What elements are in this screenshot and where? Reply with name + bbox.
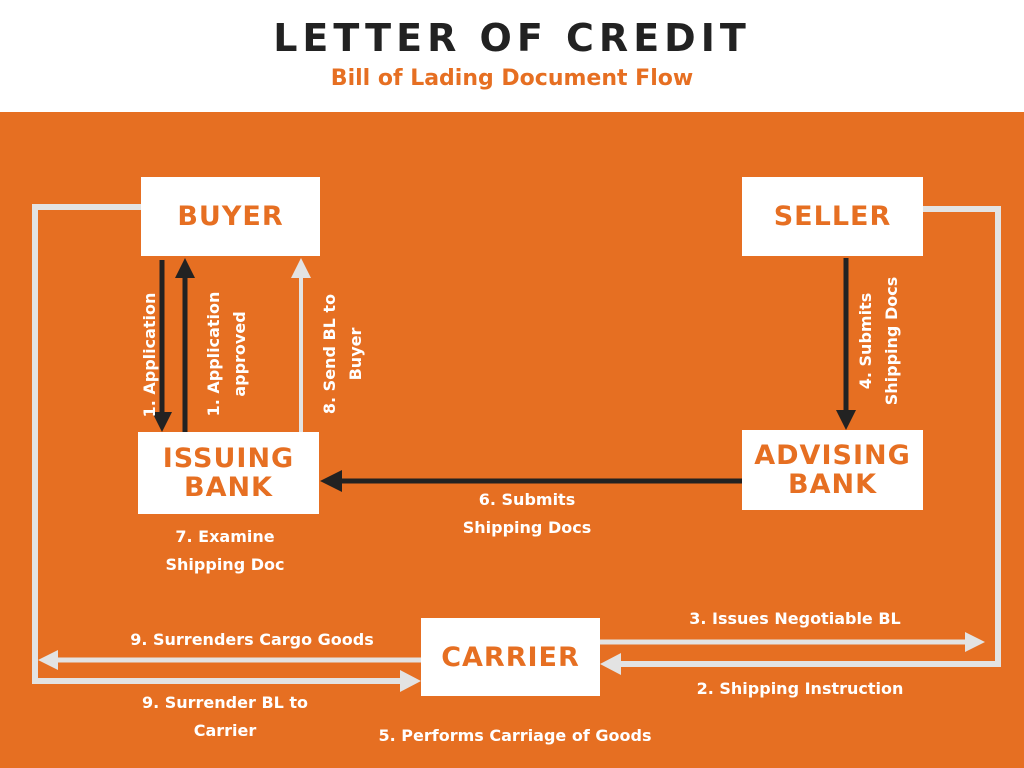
surrenders-cargo-arrow-head [38, 650, 58, 670]
issues-bl-arrow-head [965, 632, 985, 652]
step-issues-bl-label: 3. Issues Negotiable BL [689, 609, 901, 628]
header: LETTER OF CREDIT Bill of Lading Document… [0, 0, 1024, 112]
step-performs-carriage-label: 5. Performs Carriage of Goods [378, 726, 652, 745]
advising-bank-node: ADVISING BANK [742, 430, 923, 510]
step-examine-doc-label: 7. Examine Shipping Doc [165, 527, 285, 574]
step-surrenders-cargo-label: 9. Surrenders Cargo Goods [130, 630, 374, 649]
approved-arrow-head [175, 258, 195, 278]
step-seller-submits-docs-label: 4. Submits Shipping Docs [856, 276, 901, 406]
step-application-approved-label: 1. Application approved [204, 291, 249, 417]
seller-node: SELLER [742, 177, 923, 256]
shipping-instruction-arrow-head [600, 653, 621, 675]
shipping-instruction-arrow-line [621, 206, 1001, 667]
step-send-bl-to-buyer-label: 8. Send BL to Buyer [320, 293, 365, 415]
page-title: LETTER OF CREDIT [273, 16, 751, 60]
step-shipping-instruction-label: 2. Shipping Instruction [696, 679, 904, 698]
issuing-bank-node: ISSUING BANK [138, 432, 319, 514]
buyer-node: BUYER [141, 177, 320, 256]
step-surrender-bl-label: 9. Surrender BL to Carrier [141, 693, 309, 740]
page-subtitle: Bill of Lading Document Flow [330, 66, 694, 91]
surrender-bl-arrow-head [400, 670, 421, 692]
surrender-bl-arrow-line [32, 204, 400, 684]
flow-edges [32, 204, 1001, 692]
step-application-label: 1. Application [140, 292, 159, 418]
application-arrow-head [152, 412, 172, 432]
bank-docs-arrow-head [320, 470, 342, 492]
send-bl-arrow-head [291, 258, 311, 278]
carrier-node: CARRIER [421, 618, 600, 696]
diagram-stage: BUYER SELLER ISSUING BANK ADVISING BANK … [0, 112, 1024, 768]
seller-docs-arrow-head [836, 410, 856, 430]
step-bank-submits-docs-label: 6. Submits Shipping Docs [462, 490, 592, 537]
